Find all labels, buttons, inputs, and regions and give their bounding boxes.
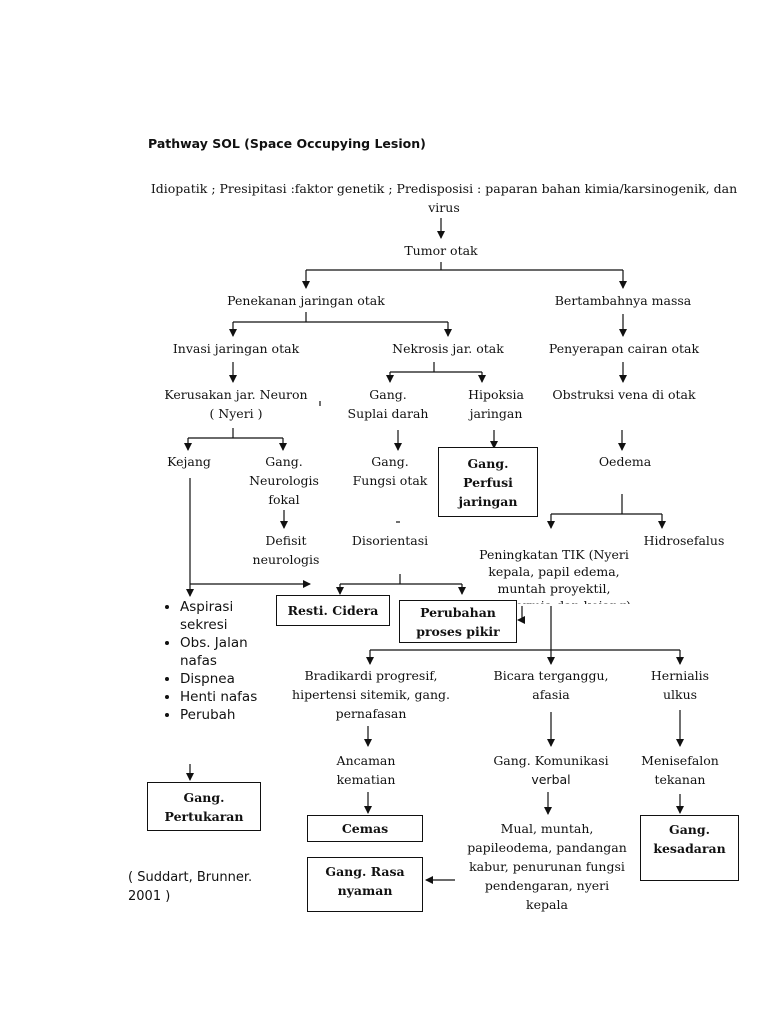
node-fungsi: Gang. Fungsi otak bbox=[352, 454, 428, 488]
node-penyerapan: Penyerapan cairan otak bbox=[548, 341, 700, 356]
node-kejang: Kejang bbox=[167, 454, 211, 469]
box-rasa-nyaman: Gang. Rasa nyaman bbox=[307, 857, 423, 912]
box-kesadaran: Gang. kesadaran bbox=[640, 815, 739, 881]
node-oedema: Oedema bbox=[598, 454, 652, 469]
node-disorientasi: Disorientasi bbox=[351, 533, 429, 548]
box-resti-cidera: Resti. Cidera bbox=[276, 595, 390, 626]
box-perfusi: Gang. Perfusi jaringan bbox=[438, 447, 538, 517]
node-kerusakan: Kerusakan jar. Neuron ( Nyeri ) bbox=[164, 387, 308, 421]
source-citation: ( Suddart, Brunner. 2001 ) bbox=[128, 870, 253, 904]
bullet-list: Aspirasi sekresi Obs. Jalan nafas Dispne… bbox=[156, 598, 270, 724]
etiology-text: Idiopatik ; Presipitasi :faktor genetik … bbox=[150, 181, 738, 215]
node-nekrosis: Nekrosis jar. otak bbox=[392, 341, 504, 356]
node-hipoksia: Hipoksia jaringan bbox=[468, 387, 524, 421]
node-invasi: Invasi jaringan otak bbox=[172, 341, 300, 356]
node-obstruksi: Obstruksi vena di otak bbox=[552, 387, 696, 402]
node-bicara: Bicara terganggu, afasia bbox=[493, 668, 609, 702]
node-suplai: Gang. Suplai darah bbox=[347, 387, 429, 421]
box-cemas: Cemas bbox=[307, 815, 423, 842]
node-penekanan: Penekanan jaringan otak bbox=[227, 293, 385, 308]
node-komunikasi-verbal: verbal bbox=[531, 772, 571, 787]
bullet-item: Aspirasi sekresi bbox=[180, 598, 270, 634]
node-hernialis: Hernialis ulkus bbox=[650, 668, 710, 702]
node-mual: Mual, muntah, papileodema, pandangan kab… bbox=[467, 821, 627, 912]
page-title: Pathway SOL (Space Occupying Lesion) bbox=[148, 136, 426, 151]
node-ancaman: Ancaman kematian bbox=[336, 753, 396, 787]
node-tik: Peningkatan TIK (Nyeri kepala, papil ede… bbox=[477, 547, 631, 604]
node-menisefalon: Menisefalon tekanan bbox=[641, 753, 719, 787]
box-pertukaran: Gang. Pertukaran bbox=[147, 782, 261, 831]
node-tumor: Tumor otak bbox=[404, 243, 478, 258]
node-hidrosefalus: Hidrosefalus bbox=[643, 533, 725, 548]
node-komunikasi: Gang. Komunikasi bbox=[493, 753, 609, 768]
node-defisit: Defisit neurologis bbox=[252, 533, 320, 567]
bullet-item: Dispnea bbox=[180, 670, 270, 688]
bullet-item: Henti nafas bbox=[180, 688, 270, 706]
bullet-item: Obs. Jalan nafas bbox=[180, 634, 270, 670]
node-bertambah: Bertambahnya massa bbox=[554, 293, 692, 308]
box-perubahan-pikir: Perubahan proses pikir bbox=[399, 600, 517, 643]
node-neurologis: Gang. Neurologis fokal bbox=[249, 454, 319, 507]
bullet-item: Perubah bbox=[180, 706, 270, 724]
node-bradikardi: Bradikardi progresif, hipertensi sitemik… bbox=[292, 668, 450, 721]
